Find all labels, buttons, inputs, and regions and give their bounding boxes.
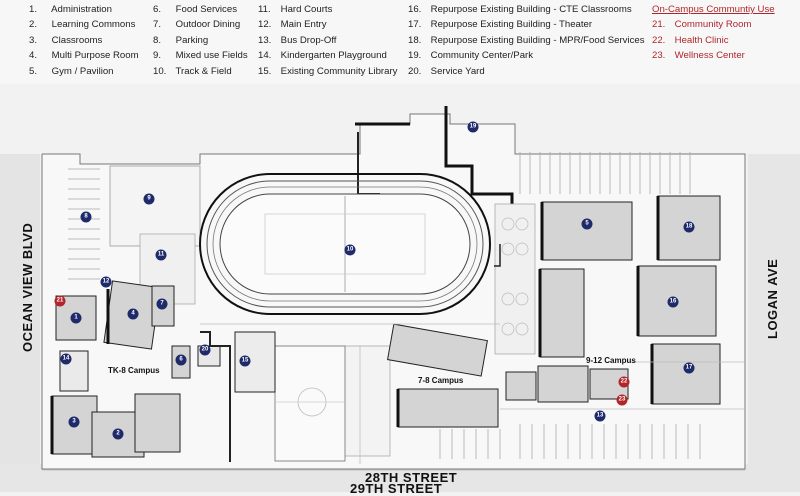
building-2-912	[537, 365, 589, 403]
marker-16[interactable]: 16	[667, 296, 679, 308]
marker-22[interactable]: 22	[618, 376, 630, 388]
marker-19[interactable]: 19	[467, 121, 479, 133]
buildings	[51, 195, 721, 458]
marker-1[interactable]: 1	[70, 312, 82, 324]
running-track-lane-2	[212, 186, 478, 302]
marker-10[interactable]: 10	[344, 244, 356, 256]
north-parking-stripes	[519, 152, 691, 194]
court-wall	[494, 244, 501, 267]
legend-item-health-clinic: 22. Health Clinic	[652, 35, 729, 46]
mixed-use-field-south	[274, 345, 346, 462]
site-plan-legend: 1. Administration 2. Learning Commons 3.…	[0, 0, 800, 84]
marker-2[interactable]: 2	[112, 428, 124, 440]
building-17	[651, 343, 721, 405]
legend-item-parking: 8. Parking	[153, 35, 209, 46]
community-park-edge	[444, 106, 514, 212]
running-track-lane-1	[206, 180, 484, 308]
legend-item-track-field: 10. Track & Field	[153, 66, 232, 77]
campus-label-tk8: TK-8 Campus	[108, 366, 160, 375]
legend-item-kindergarten-playground: 14. Kindergarten Playground	[258, 50, 387, 61]
marker-14[interactable]: 14	[60, 353, 72, 365]
legend-item-learning-commons: 2. Learning Commons	[29, 19, 136, 30]
marker-18[interactable]: 18	[683, 221, 695, 233]
marker-8[interactable]: 8	[80, 211, 92, 223]
building-3-78	[397, 388, 499, 428]
legend-item-community-room: 21. Community Room	[652, 19, 752, 30]
site-plan-drawing	[0, 84, 800, 492]
mixed-use-field-west	[109, 165, 201, 247]
legend-item-main-entry: 12. Main Entry	[258, 19, 327, 30]
building-5-78	[387, 323, 488, 377]
legend-item-community-center-park: 19. Community Center/Park	[408, 50, 534, 61]
library-wall	[200, 331, 231, 462]
hard-courts-east	[494, 203, 536, 355]
building-5-912	[541, 201, 633, 261]
paths	[42, 323, 745, 471]
legend-item-community-library: 15. Existing Community Library	[258, 66, 398, 77]
legend-item-classrooms: 3. Classrooms	[29, 35, 103, 46]
marker-9[interactable]: 9	[143, 193, 155, 205]
building-shadows	[50, 196, 660, 454]
campus-label-78: 7-8 Campus	[418, 376, 464, 385]
building-3-912	[539, 268, 585, 358]
legend-item-wellness-center: 23. Wellness Center	[652, 50, 745, 61]
running-track-outer	[199, 173, 491, 315]
legend-item-multi-purpose-room: 4. Multi Purpose Room	[29, 50, 139, 61]
marker-20[interactable]: 20	[199, 344, 211, 356]
marker-11[interactable]: 11	[155, 249, 167, 261]
site-plan-map: OCEAN VIEW BLVD LOGAN AVE 28TH STREET 29…	[0, 84, 800, 496]
legend-item-administration: 1. Administration	[29, 4, 112, 15]
street-label-logan: LOGAN AVE	[765, 258, 780, 339]
legend-item-theater: 17. Repurpose Existing Building - Theate…	[408, 19, 593, 30]
hard-courts-south	[344, 345, 391, 457]
legend-item-bus-drop-off: 13. Bus Drop-Off	[258, 35, 337, 46]
field-box	[264, 213, 426, 275]
court-circles	[501, 217, 529, 336]
marker-5[interactable]: 5	[581, 218, 593, 230]
marker-12[interactable]: 12	[100, 276, 112, 288]
street-label-29th: 29TH STREET	[350, 481, 443, 496]
legend-item-mixed-use-fields: 9. Mixed use Fields	[153, 50, 248, 61]
street-label-28th: 28TH STREET	[365, 470, 458, 485]
marker-23[interactable]: 23	[616, 394, 628, 406]
marker-6[interactable]: 6	[175, 354, 187, 366]
marker-4[interactable]: 4	[127, 308, 139, 320]
marker-13[interactable]: 13	[594, 410, 606, 422]
legend-item-cte-classrooms: 16. Repurpose Existing Building - CTE Cl…	[408, 4, 632, 15]
legend-item-food-services: 6. Food Services	[153, 4, 237, 15]
marker-17[interactable]: 17	[683, 362, 695, 374]
south-parking-stripes	[439, 424, 701, 459]
logan-road	[748, 154, 800, 492]
marker-7[interactable]: 7	[156, 298, 168, 310]
marker-3[interactable]: 3	[68, 416, 80, 428]
legend-item-mpr-food-services: 18. Repurpose Existing Building - MPR/Fo…	[408, 35, 645, 46]
campus-label-912: 9-12 Campus	[586, 356, 636, 365]
legend-item-outdoor-dining: 7. Outdoor Dining	[153, 19, 241, 30]
street-label-ocean-view: OCEAN VIEW BLVD	[20, 222, 35, 352]
legend-item-hard-courts: 11. Hard Courts	[258, 4, 333, 15]
marker-15[interactable]: 15	[239, 355, 251, 367]
building-3-tk8-east	[134, 393, 181, 453]
legend-item-gym-pavilion: 5. Gym / Pavilion	[29, 66, 114, 77]
legend-heading-community-use: On-Campus Communtiy Use	[652, 4, 775, 15]
building-1-912-a	[505, 371, 537, 401]
marker-21[interactable]: 21	[54, 295, 66, 307]
ocean-view-road	[0, 154, 40, 492]
legend-item-service-yard: 20. Service Yard	[408, 66, 485, 77]
